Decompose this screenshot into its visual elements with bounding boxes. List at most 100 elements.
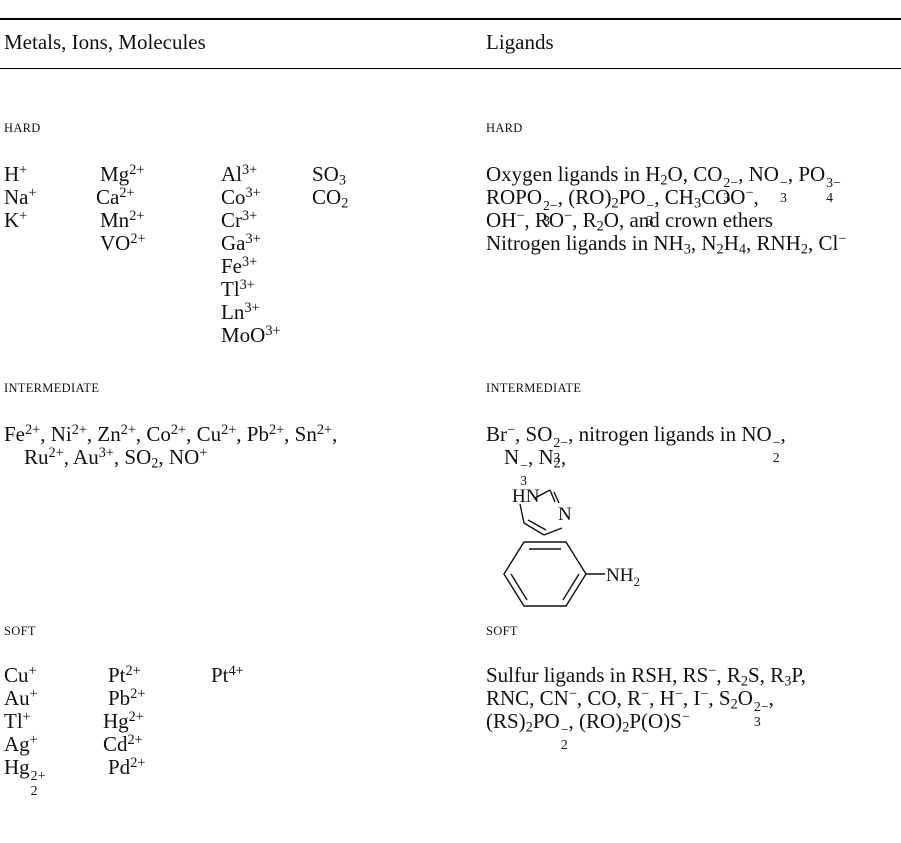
- text-run: P(O)S: [629, 709, 682, 733]
- text-run: , H: [649, 686, 675, 710]
- charge: −: [646, 198, 655, 214]
- ligand-line: Sulfur ligands in RSH, RS−, R2S, R3P,: [486, 662, 806, 689]
- text-run: , nitrogen ligands in NO: [568, 422, 772, 446]
- text-run: MoO: [221, 323, 266, 347]
- charge: −: [520, 458, 528, 474]
- header-ligands: Ligands: [486, 30, 554, 54]
- text-run: Al: [221, 162, 242, 186]
- ion: Al3+: [221, 161, 257, 187]
- superscript: −: [507, 421, 516, 438]
- text-run: O, CO: [667, 162, 723, 186]
- soft-ligand-label: SOFT: [486, 624, 518, 638]
- count: 2: [772, 449, 780, 465]
- text-run: , Co: [135, 422, 171, 446]
- ion: Mg2+: [100, 161, 144, 187]
- charge-stack: −3: [646, 199, 654, 228]
- text-run: Nitrogen ligands in NH: [486, 231, 684, 255]
- text-run: ,: [560, 445, 567, 469]
- ion: Cr3+: [221, 207, 257, 233]
- superscript: 2+: [128, 708, 144, 725]
- charge: 3−: [826, 175, 841, 191]
- subscript: 2: [525, 719, 533, 736]
- ion: Ln3+: [221, 299, 260, 325]
- aniline-nh: NH2: [606, 565, 640, 589]
- metal-line: Fe2+, Ni2+, Zn2+, Co2+, Cu2+, Pb2+, Sn2+…: [4, 421, 337, 447]
- text-run: Cr: [221, 208, 242, 232]
- text-run: , SO: [515, 422, 553, 446]
- hard-ligand-label: HARD: [486, 121, 523, 135]
- subscript: 2: [151, 455, 159, 472]
- text-run: Pd: [108, 755, 131, 779]
- superscript: 3+: [245, 184, 261, 201]
- charge: 2−: [543, 198, 558, 214]
- subscript: 2: [622, 719, 630, 736]
- soft-label: SOFT: [4, 624, 36, 638]
- text-run: Cu: [4, 663, 29, 687]
- text-run: S, R: [748, 663, 785, 687]
- charge-stack: −2: [773, 436, 781, 465]
- text-run: , N: [528, 445, 554, 469]
- ion: Cd2+: [103, 731, 143, 757]
- subscript: 2: [716, 241, 724, 258]
- text-run: Hg: [103, 709, 129, 733]
- text-run: , Ni: [40, 422, 72, 446]
- text-run: Au: [4, 686, 30, 710]
- text-run: H: [4, 162, 20, 186]
- text-run: Br: [486, 422, 507, 446]
- text-run: H: [723, 231, 739, 255]
- count: 3: [779, 189, 787, 205]
- text-run: , Cu: [186, 422, 222, 446]
- subscript: 2: [341, 195, 349, 212]
- ion: Hg2+: [103, 708, 144, 734]
- subscript: 2: [800, 241, 808, 258]
- count: 3: [520, 472, 528, 488]
- superscript: −: [708, 662, 717, 679]
- superscript: +: [199, 444, 208, 461]
- subscript: 3: [338, 172, 346, 189]
- text-run: Hg: [4, 755, 30, 779]
- text-run: , S: [708, 686, 731, 710]
- text-run: O, and crown ethers: [603, 208, 773, 232]
- charge: 2−: [553, 435, 569, 451]
- text-run: ROPO: [486, 185, 543, 209]
- text-run: , RNH: [746, 231, 801, 255]
- superscript: −: [681, 708, 690, 725]
- text-run: SO: [312, 162, 339, 186]
- text-run: PO: [618, 185, 646, 209]
- ion: SO3: [312, 161, 346, 189]
- charge: 2−: [723, 175, 739, 191]
- superscript: +: [22, 708, 31, 725]
- text-run: P,: [791, 663, 806, 687]
- superscript: −: [641, 685, 650, 702]
- imidazole-structure: HN N: [512, 486, 572, 536]
- text-run: , Pb: [236, 422, 269, 446]
- superscript: 3+: [98, 444, 114, 461]
- charge: 2−: [753, 699, 769, 715]
- text-run: (RS): [486, 709, 526, 733]
- count: 3: [723, 189, 731, 205]
- ion: Pt4+: [211, 662, 244, 688]
- text-run: , Cl: [807, 231, 839, 255]
- charge-stack: −3: [520, 459, 528, 488]
- text-run: Fe: [221, 254, 242, 278]
- ion: Tl3+: [221, 276, 255, 302]
- superscript: 3+: [244, 299, 260, 316]
- text-run: Na: [4, 185, 29, 209]
- hard-label: HARD: [4, 121, 41, 135]
- charge-stack: 2−3: [553, 436, 568, 465]
- header-rule: [0, 68, 901, 69]
- text-run: , R: [572, 208, 597, 232]
- ion: Cu+: [4, 662, 37, 688]
- text-run: , Sn: [284, 422, 317, 446]
- text-run: Mg: [100, 162, 130, 186]
- table-top-rule: [0, 18, 901, 20]
- charge: 2+: [30, 768, 46, 784]
- subscript: 2: [660, 172, 668, 189]
- ion: MoO3+: [221, 322, 281, 348]
- charge-stack: 2−3: [543, 199, 558, 228]
- charge-stack: 2−3: [723, 176, 738, 205]
- superscript: 2+: [129, 161, 145, 178]
